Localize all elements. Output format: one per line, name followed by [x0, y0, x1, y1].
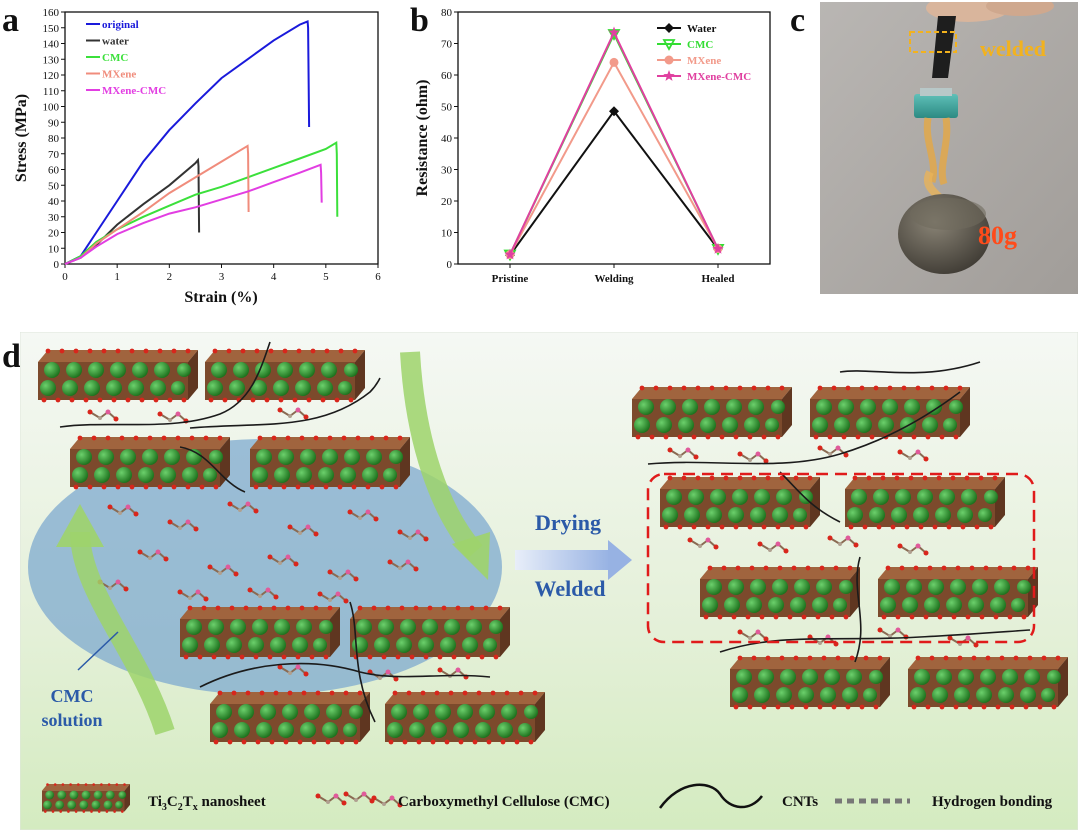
y-tick-label: 140 [43, 39, 60, 51]
y-tick-label: 40 [441, 133, 453, 145]
drying-label: Drying [535, 510, 601, 535]
legend-label: MXene-CMC [687, 71, 751, 83]
y-tick-label: 40 [48, 196, 60, 208]
y-tick-label: 60 [48, 165, 60, 177]
y-tick-label: 30 [48, 212, 60, 224]
series-line-cmc [64, 140, 339, 265]
legend-cnt-icon [658, 783, 763, 809]
welded-label: welded [980, 36, 1046, 61]
y-axis-label: Resistance (ohm) [414, 80, 431, 197]
series-line-mxene [509, 60, 719, 256]
binder-clip [914, 94, 958, 118]
welded-label: Welded [535, 576, 606, 601]
panel-label-c: c [790, 2, 806, 39]
y-tick-label: 30 [441, 165, 453, 177]
weight-label: 80g [978, 221, 1017, 250]
y-tick-label: 0 [447, 259, 453, 271]
cmc-solution-label-1: CMC [51, 686, 94, 706]
x-tick-label: 3 [219, 271, 225, 283]
legend-label: CMC [102, 52, 128, 64]
y-tick-label: 50 [441, 102, 453, 114]
legend-marker [662, 39, 676, 51]
y-tick-label: 90 [48, 117, 60, 129]
series-line-mxene [64, 144, 250, 265]
legend-label: original [102, 19, 139, 31]
x-axis-label: Strain (%) [184, 289, 257, 306]
cmc-solution-label-2: solution [41, 710, 102, 730]
series-line-cmc [509, 31, 719, 256]
x-tick-label: 4 [271, 271, 277, 283]
welded-region-box [646, 472, 1036, 644]
legend-label: CMC [687, 39, 713, 51]
y-tick-label: 20 [441, 196, 453, 208]
y-tick-label: 10 [48, 243, 60, 255]
data-point-mxene-cmc [712, 242, 724, 254]
x-tick-label: Welding [594, 273, 634, 285]
y-tick-label: 70 [441, 39, 453, 51]
legend-marker [663, 70, 675, 81]
legend-cmc-label: Carboxymethyl Cellulose (CMC) [398, 794, 610, 810]
data-point-mxene-cmc [504, 248, 516, 260]
y-axis-label: Stress (MPa) [13, 94, 30, 182]
y-tick-label: 150 [43, 23, 60, 35]
y-tick-label: 60 [441, 70, 453, 82]
legend-marker [664, 23, 674, 33]
y-tick-label: 110 [43, 86, 60, 98]
data-point-water [609, 106, 619, 117]
left-cnt-curves [59, 341, 491, 723]
flow-arrow-left [70, 531, 175, 736]
drying-welded-arrow [515, 540, 632, 580]
y-tick-label: 130 [43, 54, 60, 66]
series-line-original [64, 19, 311, 265]
x-tick-label: 6 [375, 271, 381, 283]
y-tick-label: 120 [43, 70, 60, 82]
welding-schematic: CMC solution Drying Welded [19, 331, 1079, 831]
y-tick-label: 50 [48, 180, 60, 192]
legend-nanosheet-label: Ti3C2Tx nanosheet [148, 794, 266, 813]
panel-label-a: a [2, 2, 19, 39]
plot-frame [64, 11, 379, 265]
cmc-pointer [77, 631, 119, 671]
legend-marker [664, 55, 674, 65]
y-tick-label: 100 [43, 102, 60, 114]
y-tick-label: 10 [441, 228, 453, 240]
plot-frame [457, 11, 771, 265]
legend-cnt-label: CNTs [782, 794, 818, 810]
x-tick-label: 1 [114, 271, 120, 283]
y-tick-label: 80 [441, 7, 453, 19]
flow-arrow-right [400, 351, 483, 559]
legend-label: MXene-CMC [102, 85, 166, 97]
legend-hbond-label: Hydrogen bonding [932, 794, 1053, 810]
x-tick-label: 5 [323, 271, 329, 283]
data-point-mxene [609, 57, 619, 67]
schematic-legend: Ti3C2Tx nanosheet Carboxymethyl Cellulos… [42, 783, 1053, 813]
y-tick-label: 0 [54, 259, 60, 271]
weld-test-photo: welded 80g [820, 2, 1078, 294]
x-tick-label: Healed [702, 273, 735, 285]
series-line-mxene-cmc [64, 163, 323, 265]
y-tick-label: 20 [48, 228, 60, 240]
y-tick-label: 80 [48, 133, 60, 145]
legend-nanosheet-icon [42, 783, 130, 813]
legend-label: Water [687, 23, 716, 35]
weld-marker-box [909, 31, 957, 53]
y-tick-label: 160 [43, 7, 60, 19]
panel-label-b: b [410, 2, 429, 39]
panel-label-d: d [2, 338, 21, 375]
y-tick-label: 70 [48, 149, 60, 161]
resistance-chart: Pristine Welding Healed 0 10 20 30 40 50 60 70 80 W… [414, 7, 771, 285]
x-tick-label: Pristine [492, 273, 529, 285]
x-tick-label: 0 [62, 271, 68, 283]
legend-label: water [102, 36, 129, 48]
legend-label: MXene [102, 69, 136, 81]
legend-label: MXene [687, 55, 721, 67]
x-tick-label: 2 [167, 271, 173, 283]
data-point-mxene-cmc [608, 26, 620, 38]
